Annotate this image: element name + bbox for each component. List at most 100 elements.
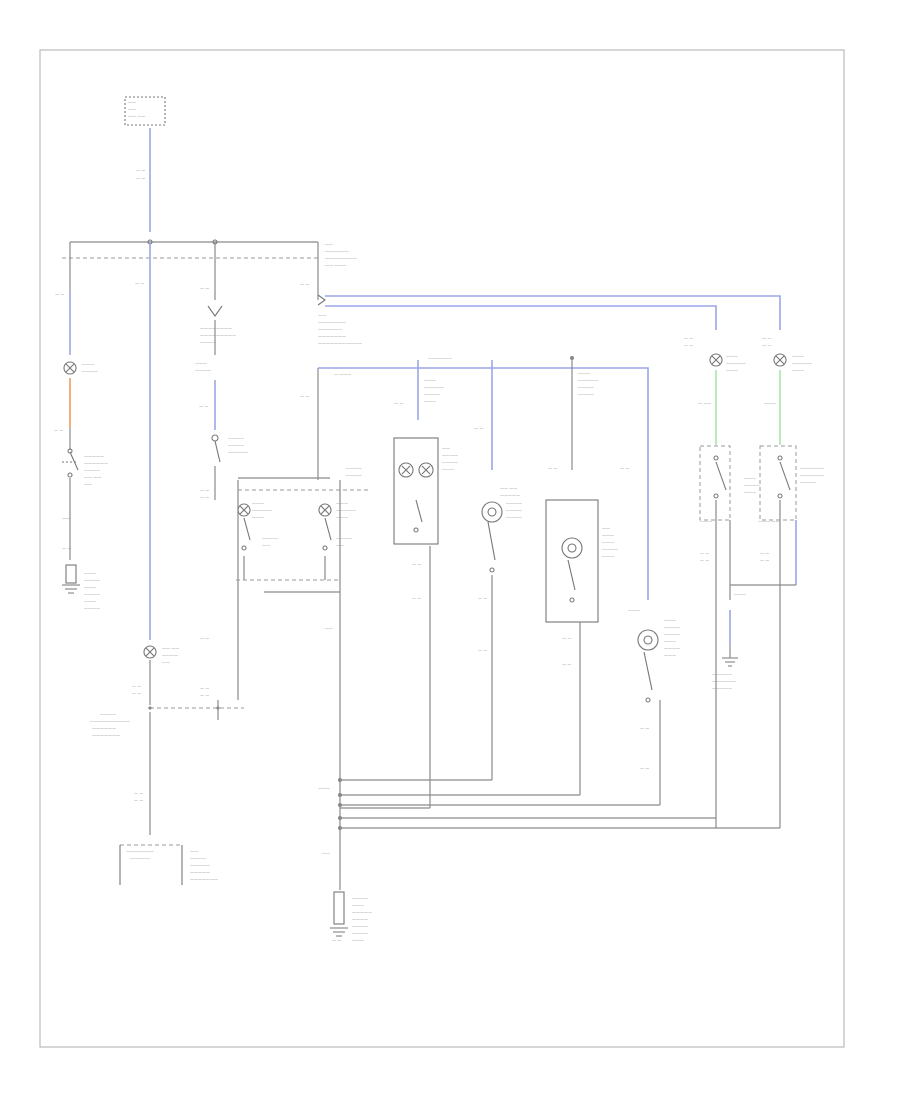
svg-text:— —: — — [300,394,309,399]
svg-text:—— ——: —— —— [162,646,179,651]
svg-text:———: ——— [318,786,330,791]
svg-text:————: ———— [84,578,100,583]
svg-text:————: ———— [352,896,368,901]
svg-text:—————————: ————————— [200,333,236,338]
svg-text:——————: —————— [712,679,736,684]
ground-junction: ——— ————— —————— ————— [712,520,746,691]
svg-text:——: —— [190,849,198,854]
svg-text:————: ———— [664,625,680,630]
svg-text:——: —— [128,107,136,112]
ground-icon [62,564,80,594]
map-lamp-left: — — —— —— ————— ———— ———— ———— — — — — [340,426,522,781]
svg-text:————: ———— [84,468,100,473]
svg-text:——: —— [322,851,330,856]
svg-text:——————: —————— [318,327,342,332]
ground-main: ———— ——— ————— ———— ———— ———— ——— — — [330,891,372,943]
courtesy-lamp-mid: ——— ————— ——— ———— —— ——— ————— ——— ————… [236,477,370,593]
svg-text:———: ——— [628,608,640,613]
svg-text:—— ——: —— —— [500,486,517,491]
svg-text:—————: ————— [84,454,104,459]
svg-text:————: ———— [602,547,618,552]
svg-text:— —: — — [136,168,145,173]
svg-text:————————: ———————— [325,256,357,261]
svg-text:———————————: ——————————— [318,341,362,346]
svg-text:——: —— [442,446,450,451]
svg-text:————————: ———————— [200,326,232,331]
svg-text:————: ———— [352,931,368,936]
svg-text:— —: — — [200,495,209,500]
svg-text:——: —— [325,242,333,247]
svg-text:————: ———— [664,632,680,637]
svg-text:— —: — — [700,558,709,563]
svg-text:— —: — — [300,282,309,287]
svg-text:— —: — — [136,176,145,181]
diagram-frame [39,49,845,1048]
svg-text:———: ——— [252,515,264,520]
svg-text:— —: — — [762,343,771,348]
svg-text:————: ———— [506,515,522,520]
svg-text:——————: —————— [84,461,108,466]
svg-text:————: ———— [195,368,211,373]
svg-text:— —: — — [478,596,487,601]
top-supply: —— —— —— —— — — — — —— —————— ———————— —… [62,96,357,268]
svg-text:— —: — — [199,404,208,409]
svg-text:———————: ——————— [190,877,218,882]
svg-text:—————: ————— [336,508,356,513]
svg-text:———: ——— [664,639,676,644]
svg-text:——— ——: ——— —— [758,519,779,524]
splice-icon: —— —————— ———————— —— ——— [325,242,357,268]
switch-icon: ———— ———— ————— [211,434,248,463]
svg-text:————: ———— [800,480,816,485]
svg-text:———: ——— [84,585,96,590]
svg-text:—————: ————— [712,672,732,677]
svg-text:——————: —————— [800,473,824,478]
svg-text:————: ———— [190,856,206,861]
svg-text:———: ——— [664,653,676,658]
svg-text:———: ——— [700,519,712,524]
svg-text:— —: — — [684,336,693,341]
svg-text:—————: ————— [712,686,732,691]
svg-text:——: —— [62,516,70,521]
svg-text:————: ———— [664,646,680,651]
right-door-switch-a: — — — — ——— ————— ——— — —— ——— — — — — [340,336,746,828]
centre-left-column: — — ———————— ————————— ———— ——— ———— — —… [195,242,248,720]
right-door-switch-b: — — — — ——— ————— ——— ——— —————— —————— … [340,336,824,829]
svg-text:— —: — — [762,336,771,341]
dome-lamp: ——— ————— ———— ——— — — —— ———— ———— ——— … [340,378,458,809]
svg-text:—————: ————— [352,910,372,915]
svg-text:———: ——— [726,368,738,373]
svg-text:————: ———— [352,917,368,922]
svg-text:— —: — — [640,726,649,731]
svg-text:——: —— [84,482,92,487]
svg-text:—————: ————— [190,863,210,868]
svg-text:———: ——— [336,515,348,520]
left-door-switch: ————— —————— ———— —— —— —— [62,448,108,487]
svg-text:— —: — — [200,636,209,641]
svg-text:— —: — — [562,636,571,641]
svg-text:—— ———: —— ——— [325,263,346,268]
svg-text:————: ———— [228,443,244,448]
svg-text:— —: — — [478,648,487,653]
svg-text:———: ——— [252,501,264,506]
svg-text:— —: — — [474,426,483,431]
svg-text:—————: ————— [252,508,272,513]
svg-text:—— ——: —— —— [128,114,145,119]
svg-text:— —: — — [132,691,141,696]
svg-text:———: ——— [424,378,436,383]
svg-text:————: ———— [744,483,760,488]
svg-text:—————: ————— [190,870,210,875]
svg-text:———: ——— [602,540,614,545]
svg-text:——: —— [128,100,136,105]
left-branch: — — ——— ———— — — ————— —————— ———— —— ——… [54,242,108,611]
map-lamp-right: ——— ———— — — ——— ———— — — —— —— — — —— ——— — … [340,371,618,796]
svg-text:————: ———— [82,369,98,374]
svg-text:———: ——— [352,938,364,943]
svg-text:———————: ——————— [92,733,120,738]
svg-text:———: ——— [442,467,454,472]
svg-text:— —: — — [135,281,144,286]
svg-text:— —: — — [684,343,693,348]
svg-text:———: ——— [792,354,804,359]
svg-text:— —: — — [620,466,629,471]
svg-text:— —: — — [200,488,209,493]
svg-text:— —: — — [548,466,557,471]
